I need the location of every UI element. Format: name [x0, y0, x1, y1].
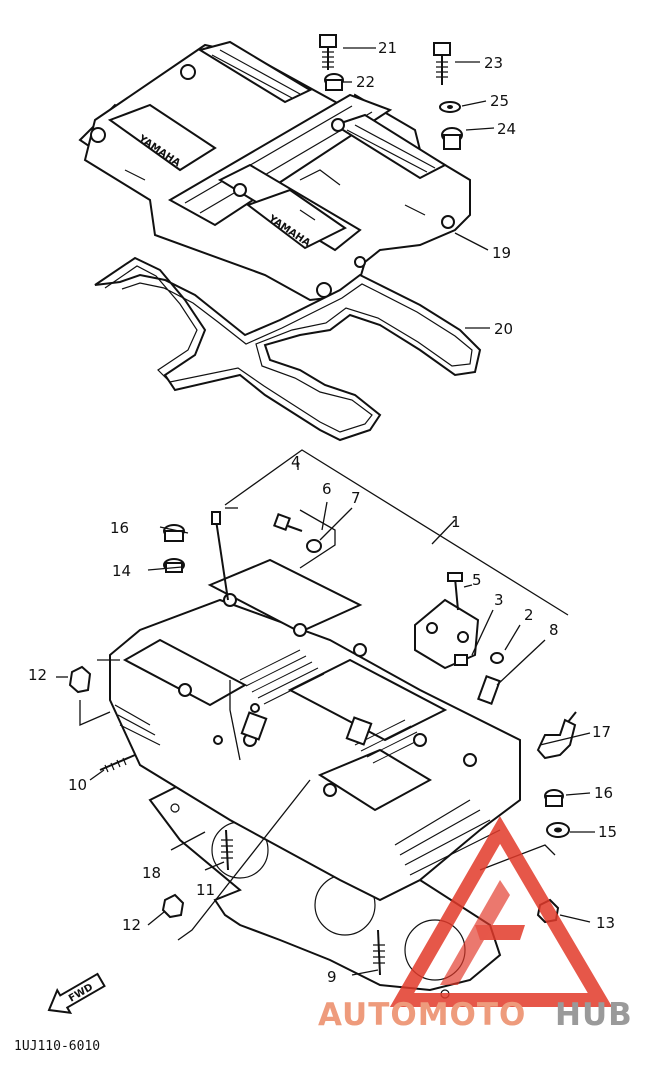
callout-15: 15 [598, 823, 617, 841]
callout-12-bottom: 12 [122, 916, 141, 934]
callout-7: 7 [351, 489, 361, 507]
watermark-text-automoto: AUTOMOTO [318, 997, 526, 1033]
callout-1: 1 [451, 513, 461, 531]
callout-6: 6 [322, 480, 332, 498]
dowel-pin-2-and-guide-8 [477, 652, 504, 705]
callout-22: 22 [356, 73, 375, 91]
callout-10: 10 [68, 776, 87, 794]
callout-9: 9 [327, 968, 337, 986]
hardware-23-25-24 [433, 42, 463, 150]
watermark-triangle-emblem [389, 816, 613, 1007]
callout-13: 13 [596, 914, 615, 932]
callout-3: 3 [494, 591, 504, 609]
callout-18: 18 [142, 864, 161, 882]
callout-16-top: 16 [110, 519, 129, 537]
watermark-logo: AUTOMOTO HUB [318, 816, 633, 1033]
callout-4: 4 [291, 453, 301, 471]
callout-20: 20 [494, 320, 513, 338]
nuts-16-15 [544, 789, 570, 838]
callout-21: 21 [378, 39, 397, 57]
callout-19: 19 [492, 244, 511, 262]
diagram-code: 1UJ110-6010 [14, 1039, 100, 1054]
callout-12-top: 12 [28, 666, 47, 684]
leader-lines [56, 47, 595, 976]
cam-cap-5 [414, 572, 480, 670]
callout-8: 8 [549, 621, 559, 639]
hardware-21-22 [319, 34, 344, 91]
callout-2: 2 [524, 606, 534, 624]
cylinder-head [109, 558, 521, 999]
spark-plug-17 [536, 711, 577, 760]
cylinder-head-cover: YAMAHA YAMAHA [78, 40, 471, 302]
callout-24: 24 [497, 120, 516, 138]
watermark-text-hub: HUB [555, 997, 633, 1033]
callout-labels: 21 22 23 25 24 19 20 4 1 6 7 5 3 2 8 16 … [28, 39, 617, 986]
head-cover-gasket [94, 256, 482, 442]
callout-5: 5 [472, 571, 482, 589]
callout-14: 14 [112, 562, 131, 580]
callout-11: 11 [196, 881, 215, 899]
callout-17: 17 [592, 723, 611, 741]
callout-23: 23 [484, 54, 503, 72]
front-direction-arrow: FWD [47, 972, 106, 1015]
callout-16-right: 16 [594, 784, 613, 802]
callout-25: 25 [490, 92, 509, 110]
